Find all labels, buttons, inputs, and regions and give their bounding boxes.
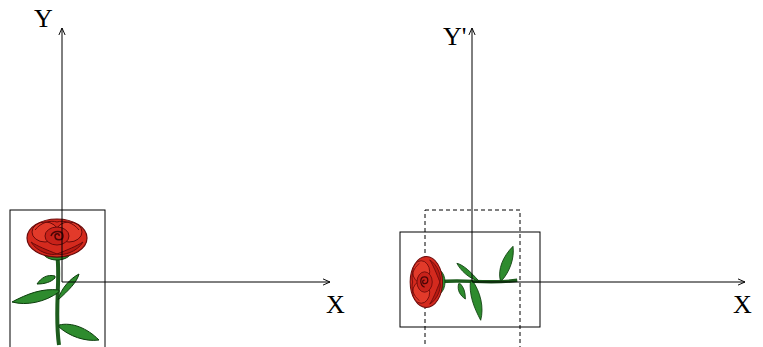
axis-label: Y' bbox=[443, 22, 466, 52]
rose-rotated bbox=[410, 246, 517, 320]
axis-label: X bbox=[733, 290, 752, 320]
x-axis bbox=[472, 282, 745, 283]
rotated-frame bbox=[400, 232, 540, 327]
image-frame bbox=[10, 210, 105, 347]
x-axis bbox=[62, 282, 330, 283]
axis-label: Y bbox=[34, 4, 53, 34]
y-axis bbox=[62, 28, 63, 282]
axis-label: X bbox=[326, 290, 345, 320]
y-axis bbox=[472, 28, 473, 282]
